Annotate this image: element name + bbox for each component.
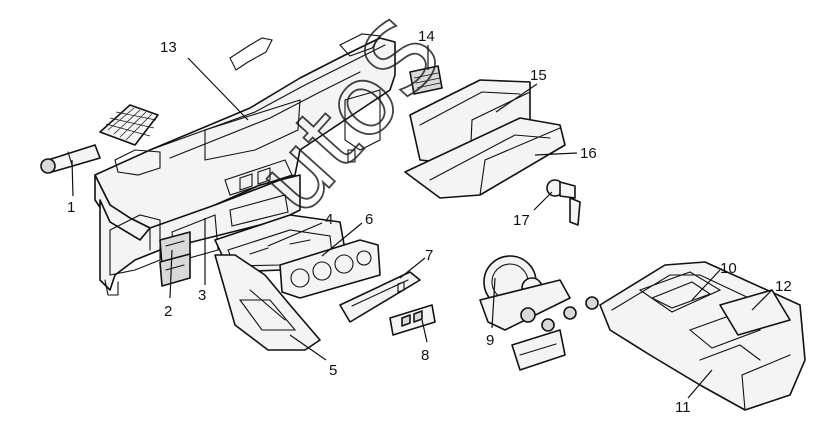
callout-14: 14 (418, 28, 435, 45)
small-switch-panel (389, 304, 436, 336)
callout-4: 4 (325, 211, 333, 228)
center-vent (409, 65, 443, 95)
callout-16: 16 (580, 145, 597, 162)
console-lid (719, 289, 791, 336)
callout-11: 11 (675, 399, 691, 416)
callout-2: 2 (164, 303, 172, 320)
callout-12: 12 (775, 278, 792, 295)
callout-10: 10 (720, 260, 737, 277)
glove-box (404, 117, 566, 199)
callout-6: 6 (365, 211, 373, 228)
callout-8: 8 (421, 347, 429, 364)
trim-bezel (339, 271, 421, 323)
callout-7: 7 (425, 247, 433, 264)
switch-panel (159, 231, 191, 287)
side-duct-tube (40, 144, 101, 174)
lower-console-side-panel (214, 254, 321, 351)
callout-5: 5 (329, 362, 337, 379)
heater-control-assembly (479, 255, 599, 371)
callout-labels: 1 2 3 4 5 6 7 8 9 10 11 12 13 14 15 16 1… (67, 28, 792, 416)
dash-side-vent (99, 104, 159, 146)
callout-3: 3 (198, 287, 206, 304)
callout-9: 9 (486, 332, 494, 349)
callout-17: 17 (513, 212, 530, 229)
callout-15: 15 (530, 67, 547, 84)
callout-13: 13 (160, 39, 177, 56)
lock-cylinder-key (546, 179, 581, 226)
gauge-cluster (279, 239, 381, 299)
callout-1: 1 (67, 199, 75, 216)
dashboard-panel (94, 33, 396, 296)
leader-lines (71, 45, 773, 399)
